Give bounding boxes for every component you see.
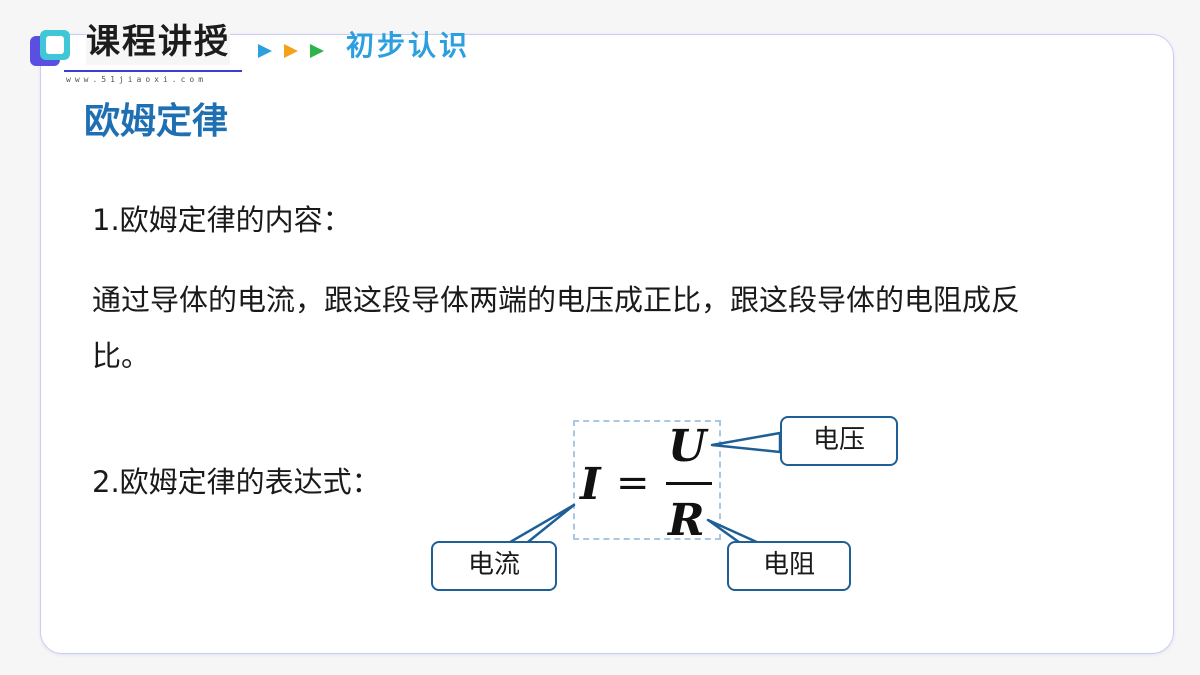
current-callout: 电流	[431, 541, 557, 591]
triple-arrow-icon	[258, 44, 324, 58]
formula-resistance-symbol: R	[668, 495, 705, 546]
slide-card	[40, 34, 1174, 654]
resistance-callout: 电阻	[727, 541, 851, 591]
formula-equals: =	[616, 460, 650, 506]
voltage-callout: 电压	[780, 416, 898, 466]
formula-current-symbol: I	[580, 459, 601, 510]
fraction-bar	[666, 482, 712, 485]
formula-box	[573, 420, 721, 540]
header-url: www.51jiaoxi.com	[66, 75, 208, 84]
formula-voltage-symbol: U	[668, 421, 707, 472]
header-title: 课程讲授	[86, 19, 230, 65]
point2-label: 2.欧姆定律的表达式：	[92, 465, 381, 499]
point1-label: 1.欧姆定律的内容：	[92, 203, 352, 237]
point1-text: 通过导体的电流，跟这段导体两端的电压成正比，跟这段导体的电阻成反比。	[92, 283, 1021, 373]
stacked-squares-logo-icon	[30, 30, 70, 66]
section-title: 欧姆定律	[84, 101, 229, 142]
header-subtitle: 初步认识	[346, 29, 471, 62]
header-underline	[64, 70, 242, 72]
